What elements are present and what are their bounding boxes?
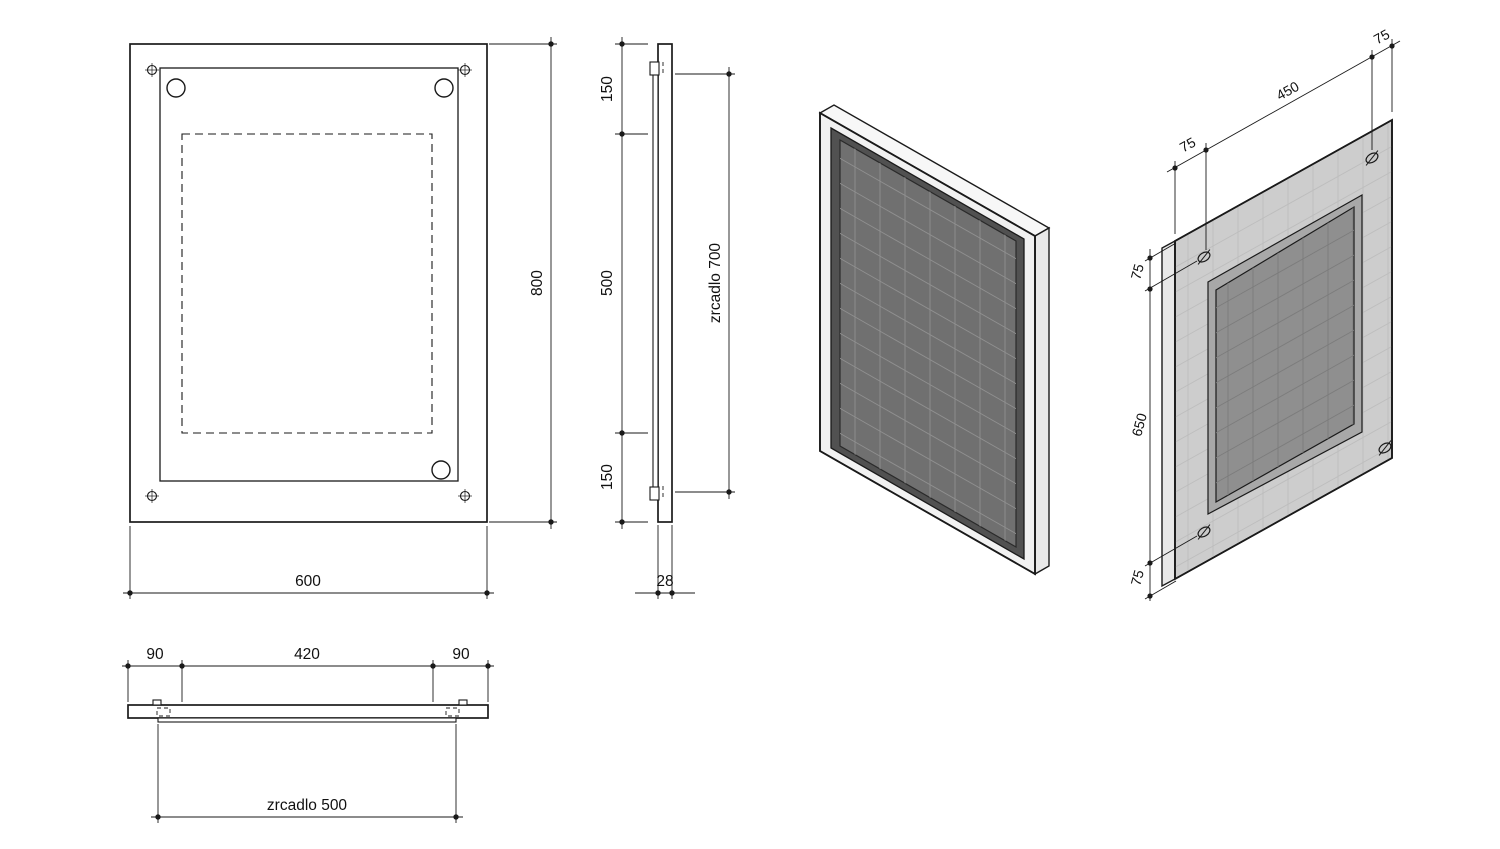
fixing-hole-icon <box>458 489 472 503</box>
dim-label-top-width: 450 <box>1273 78 1301 103</box>
recess-panel <box>1215 205 1355 504</box>
clip-hidden-left <box>156 707 171 717</box>
frame-outer-outline <box>129 43 488 523</box>
mounting-holes <box>166 78 454 480</box>
iso-back-outline <box>1174 118 1393 581</box>
backplate-hidden-outline <box>181 133 433 434</box>
mirror-glass-face <box>839 138 1017 549</box>
mounting-hole <box>434 78 454 98</box>
keyhole-icon <box>1197 249 1211 265</box>
dim-label-middle: 500 <box>599 270 616 296</box>
dim-width: 600 <box>123 526 494 599</box>
clip-bottom <box>649 486 660 501</box>
dim-mirror-height: zrcadlo 700 <box>675 67 735 499</box>
mirror-glass-profile <box>652 73 659 493</box>
dim-label-side-top-offset: 75 <box>1127 262 1147 281</box>
dim-label-height: 800 <box>529 270 546 296</box>
fixing-hole-icon <box>145 489 159 503</box>
front-view: 800 600 <box>123 37 557 599</box>
clip-screw-left <box>152 699 162 706</box>
fixing-hole-icon <box>145 63 159 77</box>
dim-label-thickness: 28 <box>656 573 673 590</box>
dim-label-top-offset: 150 <box>599 76 616 102</box>
keyhole-icon <box>1365 150 1379 166</box>
mounting-hole <box>166 78 186 98</box>
dim-side-offsets: 150 500 150 <box>599 37 648 529</box>
fixing-hole-icon <box>458 63 472 77</box>
dim-plan-offsets: 90 420 90 <box>122 646 494 702</box>
dim-label-mirror-height: zrcadlo 700 <box>707 243 724 324</box>
dim-label-left-offset: 90 <box>146 646 164 663</box>
mounting-hole <box>431 460 451 480</box>
frame-right-face <box>1034 226 1050 576</box>
dim-height: 800 <box>489 37 557 529</box>
dim-label-center: 420 <box>294 646 320 663</box>
iso-front-view <box>818 104 1051 576</box>
iso-back-view: 75 450 75 75 650 75 <box>1127 26 1401 601</box>
frame-profile <box>657 43 673 523</box>
clip-top <box>649 61 660 76</box>
keyhole-icon <box>1378 440 1392 456</box>
dim-iso-top: 75 450 75 <box>1166 26 1401 250</box>
frame-profile-plan <box>127 704 489 719</box>
plan-view: 90 420 90 zrcadlo 500 <box>122 646 494 823</box>
mirror-glass-profile-plan <box>157 717 457 723</box>
dim-label-width: 600 <box>295 573 321 590</box>
dim-iso-left: 75 650 75 <box>1127 242 1198 601</box>
dim-thickness: 28 <box>635 525 695 599</box>
dim-label-top-right-offset: 75 <box>1371 26 1393 48</box>
back-mounting-holes <box>1197 150 1392 540</box>
dim-label-mirror-width: zrcadlo 500 <box>267 797 348 814</box>
dim-label-right-offset: 90 <box>452 646 470 663</box>
dim-label-side-bottom-offset: 75 <box>1127 568 1147 587</box>
clip-screw-right <box>458 699 468 706</box>
iso-front-outline <box>819 111 1036 576</box>
frame-left-edge-face <box>1161 239 1176 588</box>
mirror-front-outline <box>159 67 459 482</box>
corner-fixing-holes <box>145 63 472 503</box>
dim-label-bottom-offset: 150 <box>599 464 616 490</box>
clip-hidden-right <box>445 707 460 717</box>
side-view: 150 500 150 zrcadlo 700 28 <box>599 37 735 599</box>
dim-label-side-height: 650 <box>1128 411 1150 438</box>
dim-label-top-left-offset: 75 <box>1177 134 1199 156</box>
keyhole-icon <box>1197 524 1211 540</box>
dim-mirror-width: zrcadlo 500 <box>151 724 463 823</box>
